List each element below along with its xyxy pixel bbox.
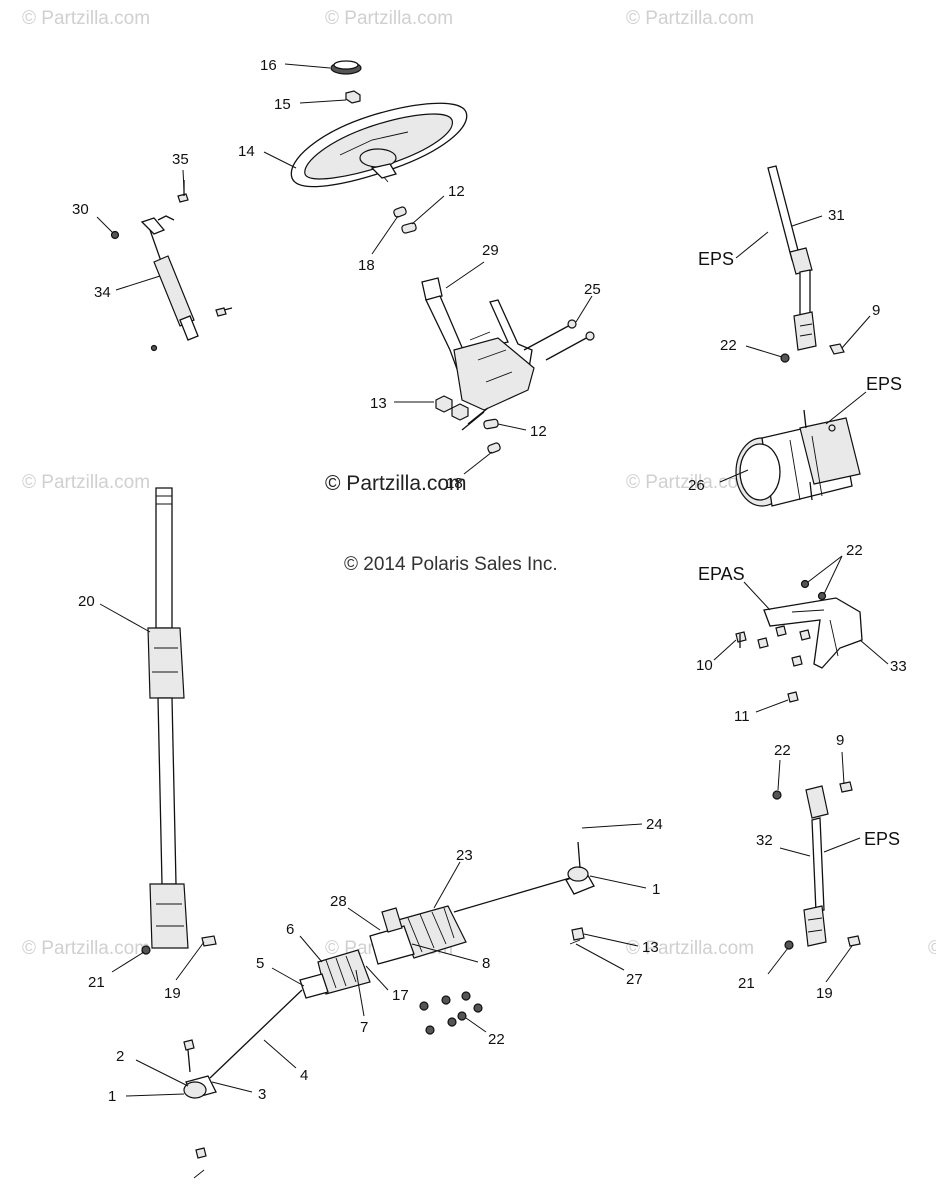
center-watermark: © Partzilla.com [325,472,467,495]
part-16-cap [330,60,362,75]
part-26-eps-motor [735,409,861,507]
part-34-steering-strut [110,180,233,352]
callout-25: 25 [584,281,601,298]
callout-19: 19 [164,985,181,1002]
callout-9: 9 [872,302,880,319]
callout-33: 33 [890,658,907,675]
callout-20: 20 [78,593,95,610]
callout-8: 8 [482,955,490,972]
epas-tag: EPAS [698,564,745,584]
eps-tag: EPS [864,829,900,849]
eps-tag: EPS [866,374,902,394]
callout-22: 22 [774,742,791,759]
part-15-nut [345,90,361,104]
part-14-steering-wheel [290,102,468,188]
watermark: © Partzilla.com [626,938,754,959]
part-12-18-pins-lower [483,418,501,454]
watermark: © Partzilla.com [22,472,150,493]
callout-14: 14 [238,143,255,160]
part-12-18-pins-top [393,206,417,234]
callout-11: 11 [734,708,750,725]
callout-6: 6 [286,921,294,938]
callout-labels: 16 15 14 35 30 34 12 18 29 25 13 12 18 3… [72,57,907,1105]
callout-13: 13 [370,395,387,412]
callout-26: 26 [688,477,705,494]
callout-32: 32 [756,832,773,849]
callout-18: 18 [358,257,375,274]
watermark: © Partzilla.com [22,938,150,959]
part-20-steering-shaft [141,487,217,955]
callout-15: 15 [274,96,291,113]
eps-tag: EPS [698,249,734,269]
watermark: © Partzilla.com [22,8,150,29]
copyright-notice: © 2014 Polaris Sales Inc. [344,554,558,575]
callout-27: 27 [626,971,643,988]
part-29-column-bracket [421,277,595,431]
callout-9: 9 [836,732,844,749]
callout-22: 22 [488,1031,505,1048]
callout-3: 3 [258,1086,266,1103]
watermark: © Partzilla.com [928,938,936,959]
callout-7: 7 [360,1019,368,1036]
callout-12: 12 [530,423,547,440]
callout-2: 2 [116,1048,124,1065]
callout-1: 1 [108,1088,116,1105]
callout-34: 34 [94,284,111,301]
callout-12: 12 [448,183,465,200]
callout-16: 16 [260,57,277,74]
callout-5: 5 [256,955,264,972]
part-22-nuts-cluster [419,991,483,1035]
callout-17: 17 [392,987,409,1004]
callout-21: 21 [738,975,755,992]
callout-10: 10 [696,657,713,674]
callout-35: 35 [172,151,189,168]
watermark: © Partzilla.com [626,472,754,493]
part-33-epas-bracket [735,579,863,703]
callout-30: 30 [72,201,89,218]
part-31-eps-upper-shaft [767,165,845,363]
callout-13: 13 [642,939,659,956]
watermark: © Partzilla.com [626,8,754,29]
callout-29: 29 [482,242,499,259]
callout-24: 24 [646,816,663,833]
callout-1: 1 [652,881,660,898]
callout-19: 19 [816,985,833,1002]
part-23-steering-rack [183,841,595,1179]
callout-18: 18 [446,475,463,492]
leader-lines [96,63,889,1097]
callout-28: 28 [330,893,347,910]
callout-23: 23 [456,847,473,864]
callout-21: 21 [88,974,105,991]
callout-22: 22 [846,542,863,559]
part-32-eps-lower-shaft [772,781,861,950]
callout-4: 4 [300,1067,308,1084]
part-13-nuts-bracket [435,395,469,421]
watermark: © Partzilla.com [325,8,453,29]
callout-31: 31 [828,207,845,224]
callout-22: 22 [720,337,737,354]
variant-tags: EPS EPS EPAS EPS [698,249,902,849]
